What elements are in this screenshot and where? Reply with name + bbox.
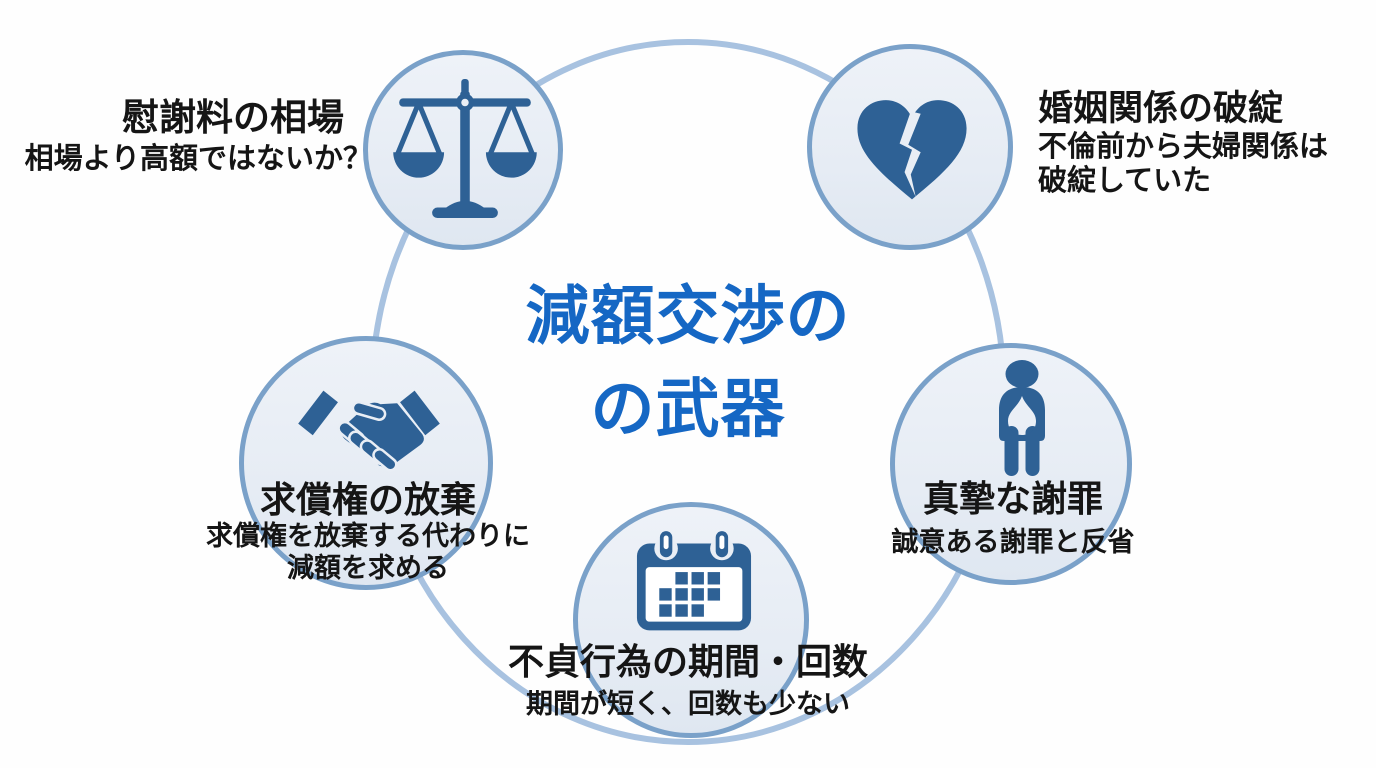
node-label-kikan: 不貞行為の期間・回数 期間が短く、回数も少ない bbox=[458, 640, 918, 721]
diagram-title-line1: 減額交渉の bbox=[525, 280, 851, 352]
node-label-isharyo: 慰謝料の相場 相場より高額ではないか？ bbox=[0, 96, 372, 177]
bowing-person-icon bbox=[979, 360, 1065, 478]
node-title: 求償権の放棄 bbox=[259, 479, 476, 520]
node-desc: 減額を求める bbox=[287, 553, 449, 584]
node-label-hatan: 婚姻関係の破綻 不倫前から夫婦関係は 破綻していた bbox=[1038, 88, 1373, 198]
node-desc: 相場より高額ではないか？ bbox=[24, 143, 372, 176]
node-circle-kyusho bbox=[239, 336, 493, 590]
node-desc: 不倫前から夫婦関係は bbox=[1038, 131, 1329, 163]
node-title: 不貞行為の期間・回数 bbox=[507, 641, 868, 682]
node-label-kyusho: 求償権の放棄 求償権を放棄する代わりに 減額を求める bbox=[173, 478, 563, 585]
node-title: 真摯な謝罪 bbox=[922, 478, 1103, 519]
diagram-title: 減額交渉の の武器 bbox=[448, 270, 928, 457]
broken-heart-icon bbox=[850, 95, 974, 207]
calendar-icon bbox=[632, 531, 756, 633]
handshake-icon bbox=[296, 378, 442, 475]
node-desc: 期間が短く、回数も少ない bbox=[526, 689, 850, 720]
node-label-shazai: 真摯な謝罪 誠意ある謝罪と反省 bbox=[838, 477, 1188, 559]
node-desc: 誠意ある謝罪と反省 bbox=[891, 527, 1135, 558]
node-title: 慰謝料の相場 bbox=[122, 97, 344, 138]
scales-icon bbox=[390, 79, 540, 221]
node-title: 婚姻関係の破綻 bbox=[1038, 89, 1284, 128]
node-desc: 求償権を放棄する代わりに bbox=[206, 521, 530, 552]
node-desc: 破綻していた bbox=[1038, 165, 1212, 198]
diagram-title-line2: の武器 bbox=[590, 373, 786, 446]
